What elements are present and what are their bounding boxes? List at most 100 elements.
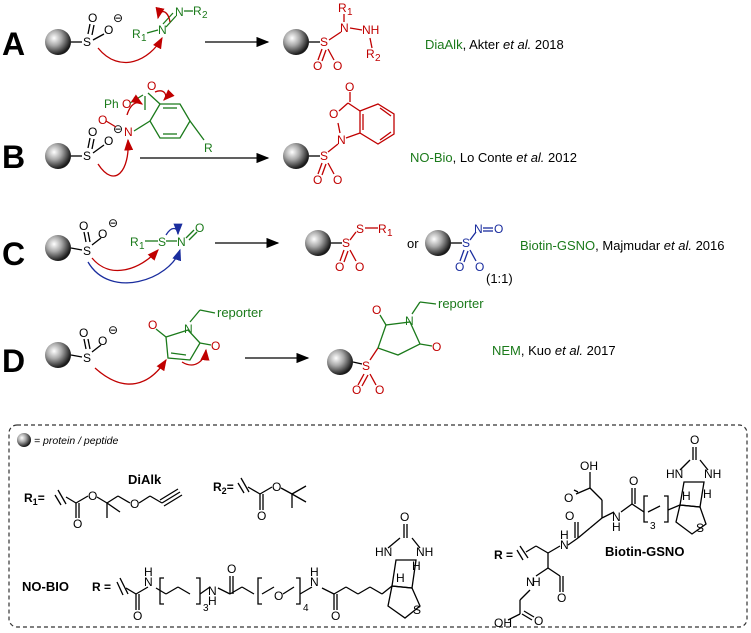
svg-text:O: O [98,334,107,348]
svg-text:OH: OH [494,616,512,630]
svg-text:S: S [158,235,166,249]
nobio-title: NO-BIO [22,579,69,594]
svg-text:S: S [320,149,328,163]
svg-text:R: R [204,141,213,155]
svg-text:O: O [211,339,220,353]
svg-text:N: N [208,584,217,598]
svg-text:O: O [333,59,342,73]
svg-text:S: S [83,35,91,49]
svg-text:H: H [396,571,405,585]
svg-text:O: O [88,11,97,25]
svg-text:O: O [130,497,139,511]
svg-text:O: O [565,509,574,523]
svg-text:N: N [124,125,133,139]
protein-sphere [425,230,451,256]
gsno-r-label: R = [494,548,513,562]
svg-text:O: O [333,173,342,187]
protein-sphere [305,230,331,256]
legend-box: = protein / peptide DiAlk R1= O O O R2= [8,424,748,630]
reporter-label: reporter [438,296,484,311]
svg-text:⊖: ⊖ [108,216,118,230]
svg-text:1: 1 [139,241,145,252]
protein-sphere [45,143,71,169]
svg-text:O: O [335,260,344,274]
row-b: B S O O ⊖ Ph O O R N O S O O [2,79,577,187]
ratio-text: (1:1) [486,271,513,286]
svg-text:H: H [682,489,691,503]
svg-text:3: 3 [650,521,656,532]
svg-text:1: 1 [387,228,393,239]
protein-sphere [45,235,71,261]
svg-text:O: O [122,97,131,111]
svg-text:OH: OH [580,459,598,473]
svg-text:NH: NH [362,23,379,37]
svg-text:R: R [366,47,375,61]
probe-citation-a: DiaAlk, Akter et al. 2018 [425,37,564,52]
svg-text:HN: HN [375,545,392,559]
svg-text:H: H [703,487,712,501]
svg-text:⊖: ⊖ [113,11,123,25]
svg-text:O: O [148,318,157,332]
svg-text:N: N [405,314,414,328]
svg-text:O: O [372,303,381,317]
svg-text:H: H [208,594,217,608]
svg-text:O: O [355,260,364,274]
svg-text:S: S [462,236,470,250]
svg-text:4: 4 [303,603,309,614]
svg-text:R: R [193,4,202,18]
svg-text:O: O [274,589,283,603]
legend-dashed-border [8,424,748,628]
svg-text:S: S [696,521,704,535]
svg-text:⊖: ⊖ [113,122,123,136]
biotin-gsno-structure: N H O O OH N H O 3 [494,433,721,630]
svg-text:N: N [310,575,319,589]
nobio-structure: O N H 3 N H O O 4 N H [116,510,433,623]
svg-text:S: S [413,603,421,617]
biotin-gsno-title: Biotin-GSNO [605,544,684,559]
probe-citation-c: Biotin-GSNO, Majmudar et al. 2016 [520,238,725,253]
svg-text:O: O [494,222,503,236]
svg-text:H: H [612,520,621,534]
row-d: D S O O ⊖ O O N reporter S O O O [2,296,616,397]
svg-text:O: O [345,80,354,94]
svg-text:S: S [362,359,370,373]
svg-text:H: H [532,575,541,589]
svg-text:O: O [313,173,322,187]
svg-text:N: N [177,235,186,249]
r1-structure: O O O [54,488,183,531]
svg-text:O: O [133,609,142,623]
svg-text:⊖: ⊖ [108,323,118,337]
svg-text:O: O [313,59,322,73]
svg-text:R: R [338,1,347,15]
svg-text:O: O [375,383,384,397]
svg-text:O: O [432,340,441,354]
svg-text:O: O [400,510,409,524]
probe-citation-b: NO-Bio, Lo Conte et al. 2012 [410,150,577,165]
svg-text:N: N [158,23,167,37]
or-text: or [407,236,419,251]
svg-text:O: O [227,562,236,576]
svg-text:O: O [629,474,638,488]
row-a: A S O O ⊖ R 1 N N R 2 S O O N R 1 NH [2,1,564,73]
svg-text:N: N [612,510,621,524]
svg-text:S: S [320,35,328,49]
svg-text:2: 2 [202,10,208,21]
svg-text:O: O [88,489,97,503]
svg-text:S: S [83,244,91,258]
legend-sphere-text: = protein / peptide [34,435,119,447]
dialk-title: DiAlk [128,472,162,487]
svg-text:R: R [130,235,139,249]
protein-sphere [45,342,71,368]
svg-text:NH: NH [704,467,721,481]
svg-text:S: S [342,236,350,250]
svg-text:O: O [104,23,113,37]
protein-sphere [283,29,309,55]
svg-text:1: 1 [347,7,353,18]
legend-sphere [17,433,31,447]
svg-text:H: H [412,559,421,573]
svg-text:O: O [272,480,281,494]
svg-text:N: N [474,222,483,236]
row-letter-d: D [2,343,25,379]
svg-text:S: S [83,351,91,365]
